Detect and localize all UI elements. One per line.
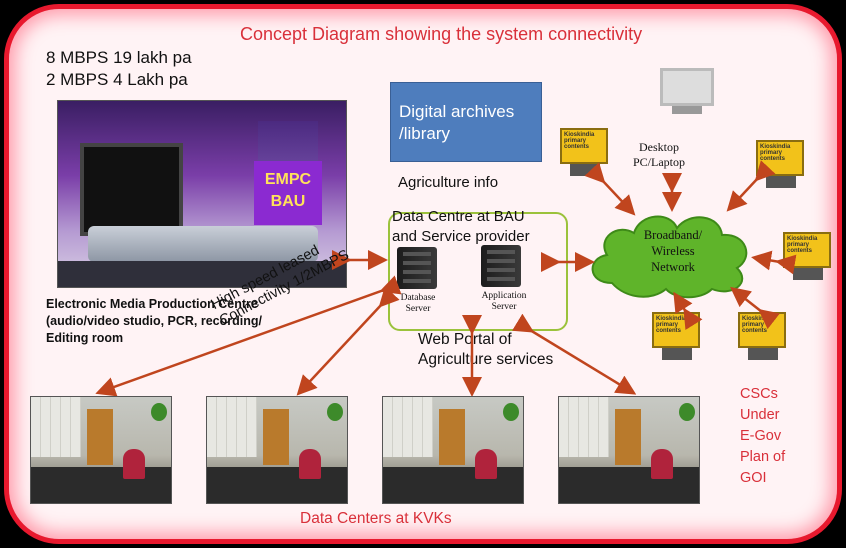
data-centre-title-line1: Data Centre at BAU xyxy=(392,208,525,225)
arrow-cloud-kiosk-bottomleft xyxy=(673,291,703,331)
kiosk-brand: Kioskindia xyxy=(787,236,818,242)
csc-line4: Plan of xyxy=(740,449,786,465)
csc-label: CSCs Under E-Gov Plan of GOI xyxy=(740,384,785,489)
desktop-label-line2: PC/Laptop xyxy=(633,155,686,169)
database-server-label-line1: Database xyxy=(400,293,436,303)
digital-archives-box: Digital archives /library xyxy=(390,82,542,162)
database-server-label: Database Server xyxy=(390,293,446,315)
agriculture-info-label: Agriculture info xyxy=(398,174,499,191)
speed-line-1: 8 MBPS 19 lakh pa xyxy=(46,48,192,67)
application-server-label: Application Server xyxy=(474,291,534,313)
kiosk-subtext: primary contents xyxy=(564,138,590,150)
application-server-label-line1: Application xyxy=(481,291,527,301)
speed-line-2: 2 MBPS 4 Lakh pa xyxy=(46,70,188,89)
arrow-cloud-kiosk-right xyxy=(751,250,797,275)
desktop-label: Desktop PC/Laptop xyxy=(633,140,685,170)
kiosk-brand: Kioskindia xyxy=(760,144,791,150)
arrow-cloud-kiosk-bottomright xyxy=(730,286,780,330)
arrow-datacentre-kvk2 xyxy=(296,286,400,396)
kvk-office-image xyxy=(30,396,172,504)
cloud-label: Broadband/ Wireless Network xyxy=(618,227,728,275)
studio-image: EMPC BAU xyxy=(57,100,347,288)
desktop-pc-icon xyxy=(660,68,720,118)
cloud-label-line3: Network xyxy=(651,260,695,274)
archives-line2: /library xyxy=(399,124,451,143)
csc-line3: E-Gov xyxy=(740,428,782,444)
arrow-cloud-kiosk-topleft xyxy=(584,162,636,216)
kvk-label: Data Centers at KVKs xyxy=(300,510,452,527)
kiosk-subtext: primary contents xyxy=(760,150,786,162)
csc-line5: GOI xyxy=(740,470,767,486)
kvk-office-image xyxy=(382,396,524,504)
kvk-office-image xyxy=(558,396,700,504)
kvk-office-image xyxy=(206,396,348,504)
studio-desk xyxy=(88,226,318,262)
data-centre-title-line2: and Service provider xyxy=(392,228,530,245)
empc-badge-line2: BAU xyxy=(270,193,306,210)
kiosk-brand: Kioskindia xyxy=(564,132,595,138)
database-server-icon xyxy=(397,247,437,289)
diagram-title: Concept Diagram showing the system conne… xyxy=(240,24,643,44)
kiosk-brand: Kioskindia xyxy=(656,316,687,322)
arrow-cloud-kiosk-topright xyxy=(726,160,776,212)
database-server-label-line2: Server xyxy=(405,304,431,314)
cloud-label-line1: Broadband/ xyxy=(643,228,703,242)
arrow-datacentre-kvk4 xyxy=(511,313,637,395)
csc-line1: CSCs xyxy=(740,386,778,402)
empc-badge-line1: EMPC xyxy=(264,171,312,188)
desktop-label-line1: Desktop xyxy=(639,140,679,154)
csc-line2: Under xyxy=(740,407,780,423)
application-server-label-line2: Server xyxy=(491,302,517,312)
application-server-icon xyxy=(481,245,521,287)
kiosk-subtext: primary contents xyxy=(656,322,682,334)
archives-line1: Digital archives xyxy=(399,102,515,121)
kiosk-subtext: primary contents xyxy=(787,242,813,254)
cloud-label-line2: Wireless xyxy=(651,244,695,258)
empc-badge: EMPC BAU xyxy=(254,161,322,225)
data-centre-title: Data Centre at BAU and Service provider xyxy=(392,207,530,247)
